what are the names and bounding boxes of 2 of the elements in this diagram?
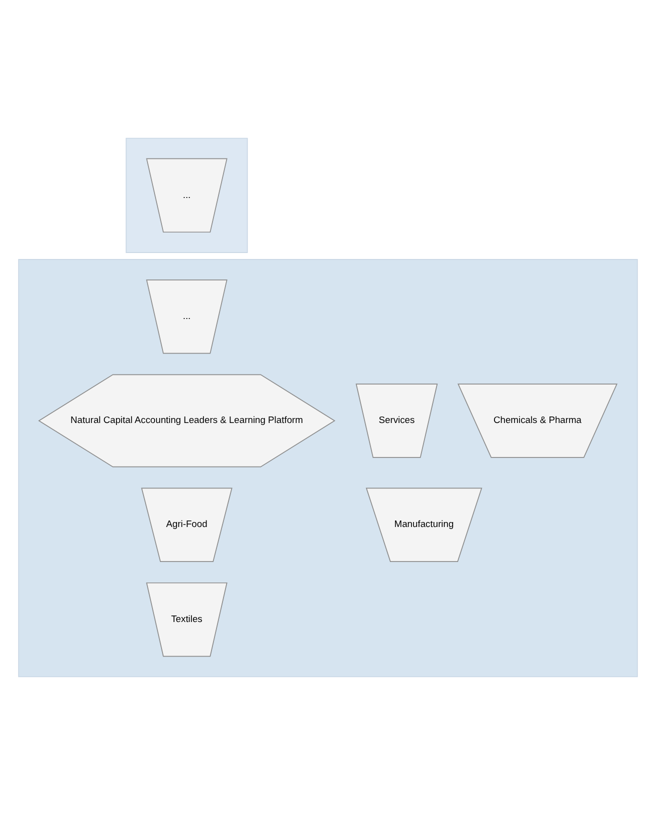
cluster <box>126 138 248 254</box>
cluster <box>18 259 638 678</box>
